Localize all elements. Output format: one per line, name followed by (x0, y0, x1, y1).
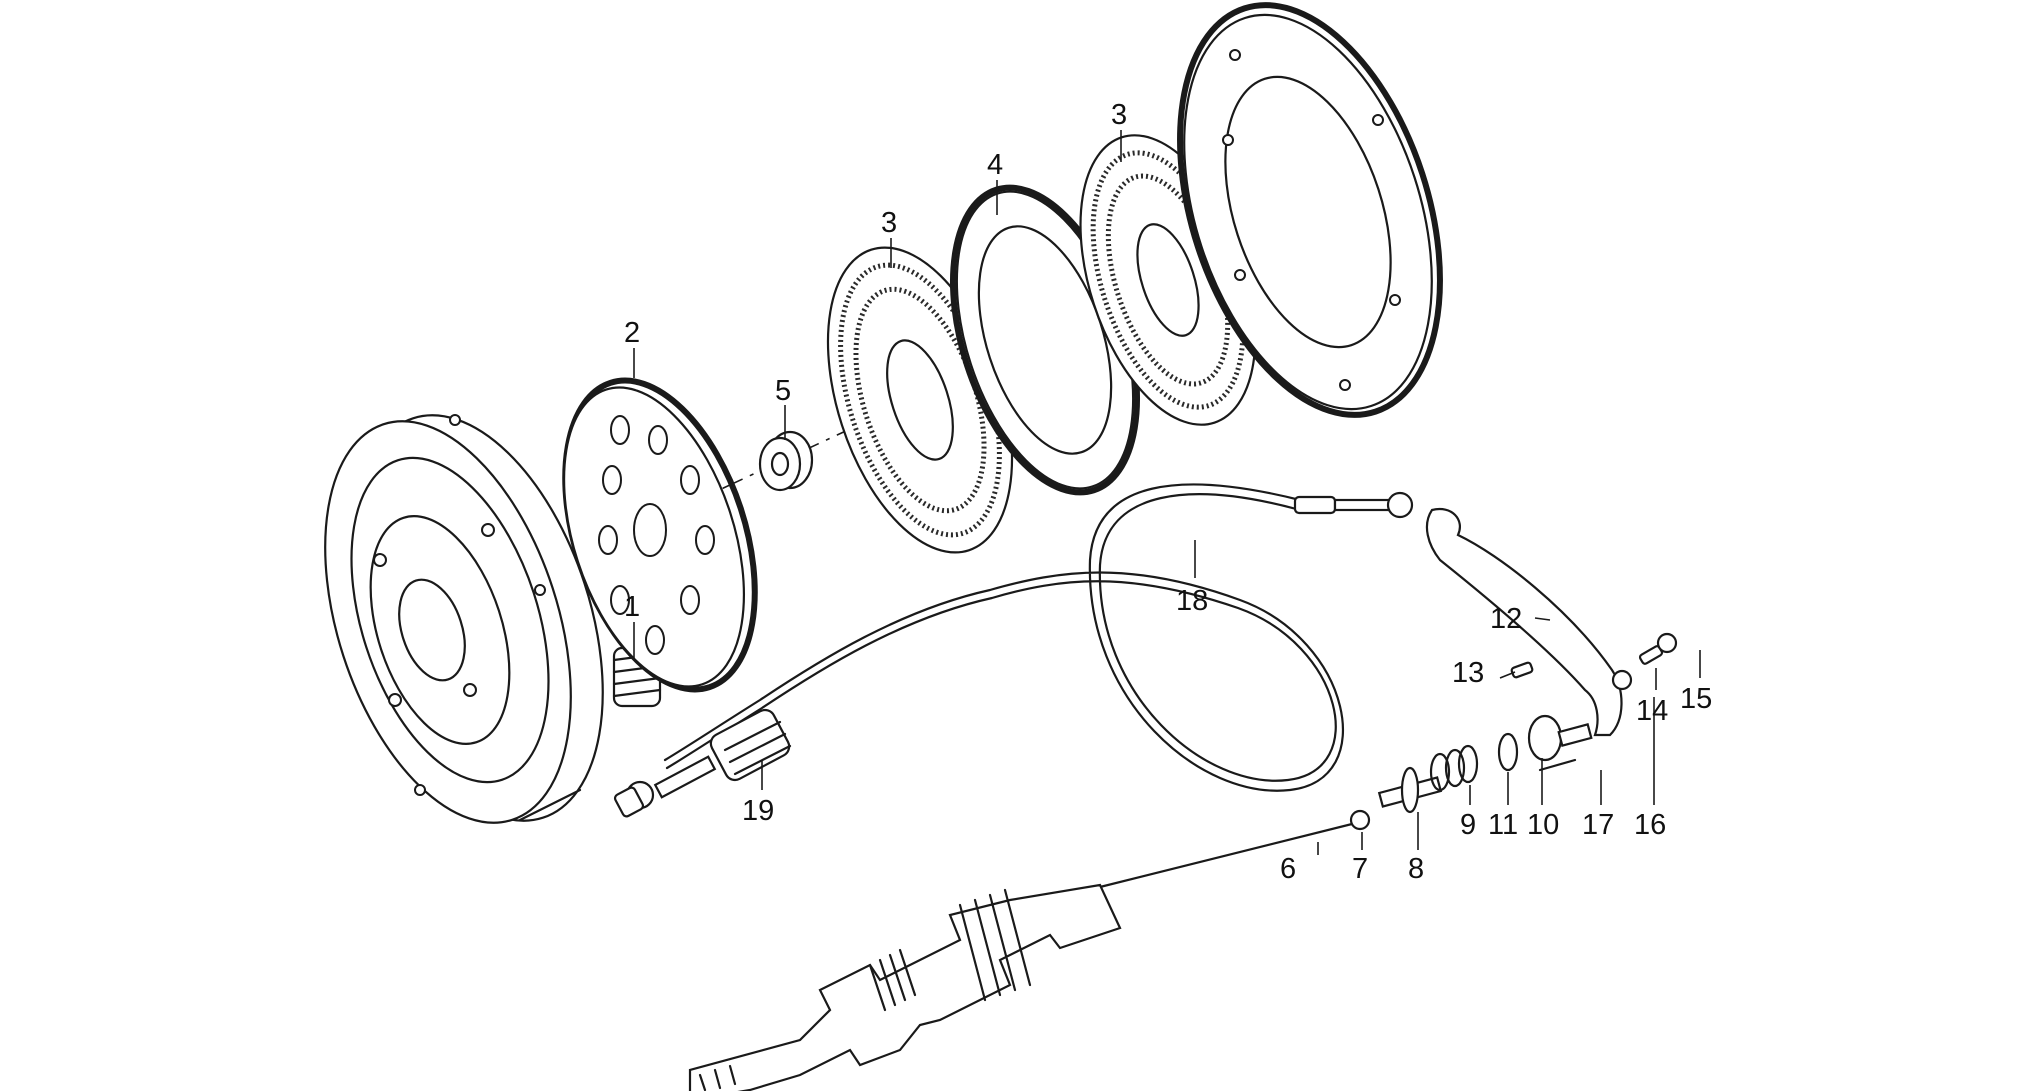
ring-gear (1177, 2, 1443, 418)
callout-8: 8 (1408, 853, 1424, 885)
callout-3-front: 3 (881, 207, 897, 239)
callout-19: 19 (742, 795, 774, 827)
callout-4: 4 (987, 149, 1003, 181)
callout-labels: 1 2 5 3 4 3 18 19 12 13 14 15 16 17 10 1… (624, 99, 1712, 885)
callout-10: 10 (1527, 809, 1559, 841)
callout-9: 9 (1460, 809, 1476, 841)
callout-5: 5 (775, 375, 791, 407)
mainshaft (688, 883, 1122, 1091)
release-assembly (1098, 714, 1593, 889)
leader-lines (633, 130, 1701, 855)
clutch-lever (1425, 507, 1633, 737)
callout-2: 2 (624, 317, 640, 349)
lever-hardware (1510, 632, 1678, 772)
callout-17: 17 (1582, 809, 1614, 841)
hub (758, 430, 814, 492)
pressure-plate (562, 377, 758, 693)
callout-18: 18 (1176, 585, 1208, 617)
callout-3-rear: 3 (1111, 99, 1127, 131)
callout-6: 6 (1280, 853, 1296, 885)
callout-13: 13 (1452, 657, 1484, 689)
clutch-cable (663, 483, 1414, 792)
callout-11: 11 (1488, 809, 1518, 841)
callout-12: 12 (1490, 603, 1522, 635)
callout-16: 16 (1634, 809, 1666, 841)
callout-15: 15 (1680, 683, 1712, 715)
cable-adjuster (613, 708, 792, 818)
callout-7: 7 (1352, 853, 1368, 885)
flywheel (324, 414, 604, 824)
callout-14: 14 (1636, 695, 1668, 727)
callout-1: 1 (624, 591, 640, 623)
